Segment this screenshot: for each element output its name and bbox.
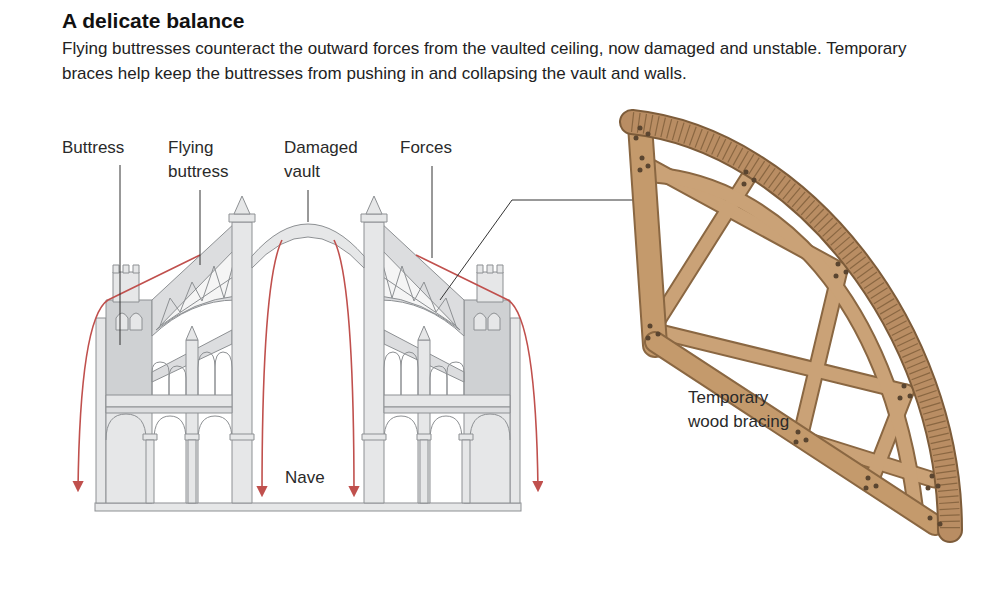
part-label: Buttress xyxy=(62,136,182,160)
bracing-frame xyxy=(632,122,950,530)
part-label: Nave xyxy=(285,466,365,490)
part-label: Damaged vault xyxy=(284,136,366,184)
leader-lines xyxy=(440,200,640,300)
force-arrows xyxy=(416,255,538,490)
part-label: Temporary wood bracing xyxy=(688,386,800,434)
bolts xyxy=(926,486,931,491)
leader-lines xyxy=(120,165,640,345)
bolts xyxy=(804,438,809,443)
leader-lines xyxy=(120,165,121,345)
bolts xyxy=(902,384,907,389)
part-label: Flying buttress xyxy=(168,136,246,184)
force-arrows xyxy=(334,240,354,495)
bolts xyxy=(898,396,903,401)
bolts xyxy=(836,262,841,267)
bolts xyxy=(794,440,799,445)
bolts xyxy=(936,484,941,489)
vault-arch xyxy=(252,224,364,268)
bolts xyxy=(844,270,849,275)
force-arrows xyxy=(78,240,538,495)
leader-lines xyxy=(308,190,309,222)
bracing-frame xyxy=(632,122,950,530)
bolts xyxy=(796,430,801,435)
cathedral-right xyxy=(361,196,520,503)
part-label: Forces xyxy=(400,136,520,160)
leader-lines xyxy=(200,190,201,265)
wood-bracing xyxy=(632,122,950,530)
bolts xyxy=(866,476,871,481)
bolts xyxy=(646,132,651,137)
bracing-struts xyxy=(655,175,915,505)
bolts xyxy=(638,168,643,173)
bolts xyxy=(930,474,935,479)
bolts xyxy=(648,324,653,329)
bolts xyxy=(938,522,943,527)
bracing-frame xyxy=(632,122,950,530)
bolts xyxy=(928,516,933,521)
bolts xyxy=(908,394,913,399)
bracing-frame xyxy=(655,342,935,525)
bolts xyxy=(646,164,651,169)
bracing-struts xyxy=(800,270,840,438)
bolts xyxy=(742,182,747,187)
cathedral-section xyxy=(95,503,521,511)
bracing-frame xyxy=(655,342,935,525)
bolts xyxy=(638,126,643,131)
force-arrows xyxy=(262,240,282,495)
diagram-title: A delicate balance xyxy=(62,8,662,34)
bolts xyxy=(834,274,839,279)
bracing-frame xyxy=(640,125,655,345)
bolts xyxy=(640,156,645,161)
bolts xyxy=(874,484,879,489)
bracing-frame xyxy=(632,122,950,530)
bracing-struts xyxy=(800,270,840,438)
bolts xyxy=(634,126,943,527)
diagram-caption: Flying buttresses counteract the outward… xyxy=(62,36,907,86)
bracing-frame xyxy=(640,125,655,345)
cathedral-section xyxy=(95,196,521,511)
bolts xyxy=(656,332,661,337)
bolts xyxy=(646,336,651,341)
bolts xyxy=(634,136,639,141)
bolts xyxy=(752,178,757,183)
bolts xyxy=(744,170,749,175)
bolts xyxy=(864,486,869,491)
force-arrows xyxy=(78,255,200,490)
leader-lines xyxy=(432,166,433,258)
